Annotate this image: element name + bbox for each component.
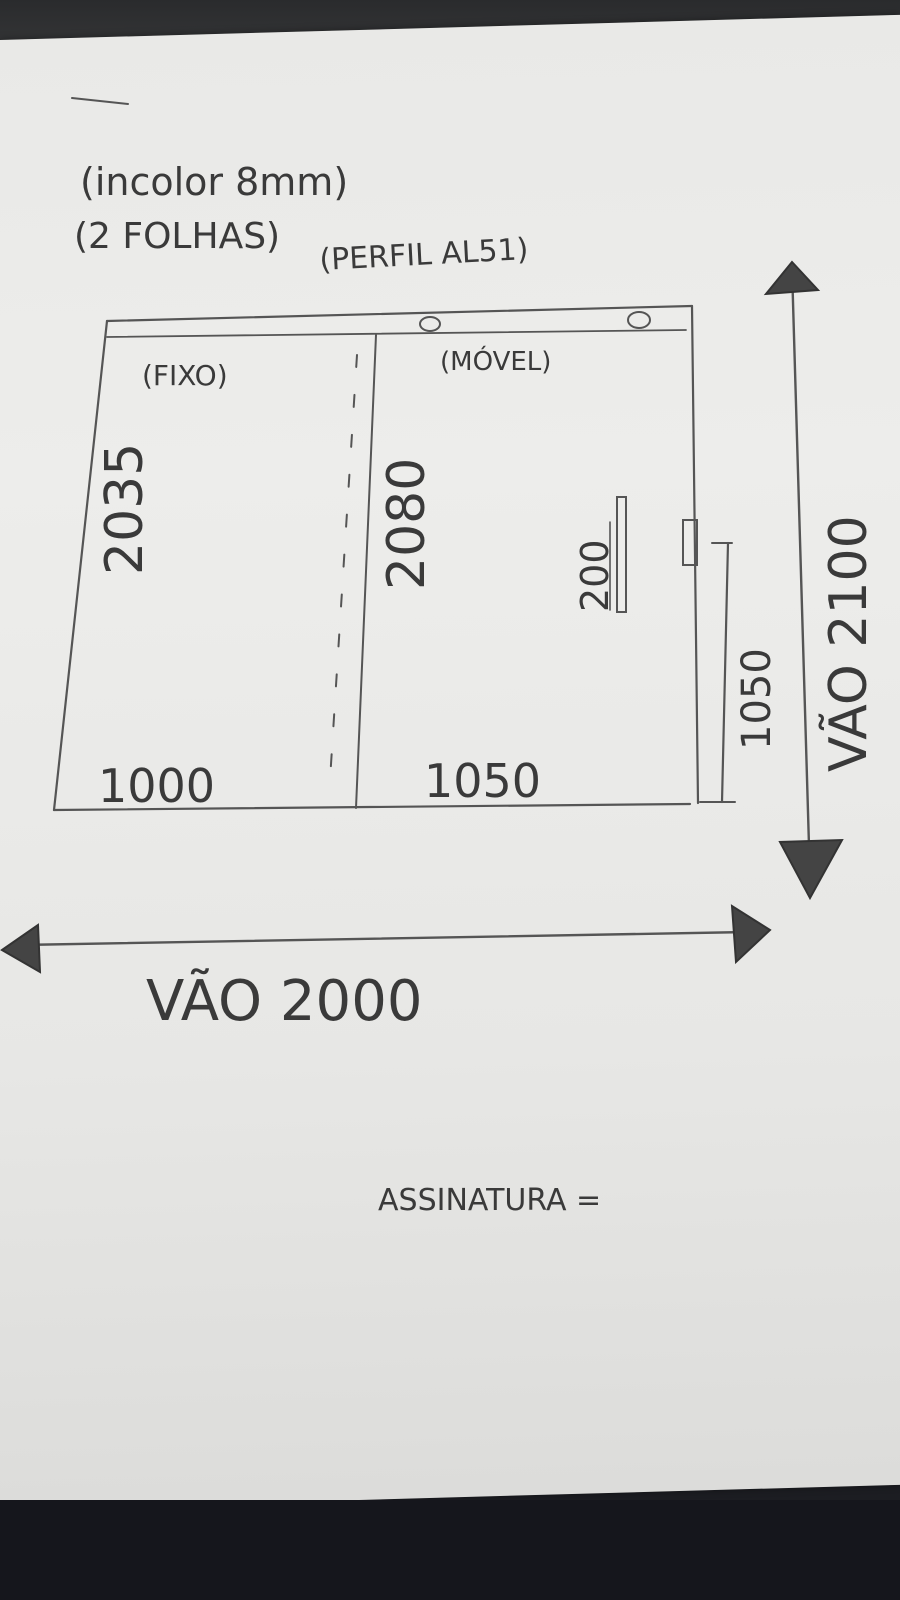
- handle-height: 1050: [734, 648, 780, 750]
- sliding-panel-width: 1050: [424, 754, 541, 808]
- sliding-panel-height: 2080: [377, 458, 437, 590]
- profile-note: (PERFIL AL51): [319, 232, 530, 278]
- sliding-panel-label: (MÓVEL): [440, 345, 551, 377]
- door-frame: [52, 304, 700, 812]
- roller-right: [627, 311, 651, 329]
- signature-label: ASSINATURA =: [378, 1183, 601, 1218]
- roller-left: [419, 316, 441, 332]
- fixed-panel-label: (FIXO): [142, 359, 228, 392]
- overlap-dashes: [329, 354, 358, 781]
- fixed-panel-width: 1000: [98, 759, 215, 813]
- handle-bar: [616, 496, 627, 613]
- corner-dash: [71, 97, 129, 105]
- panels-note: (2 FOLHAS): [74, 216, 280, 257]
- glass-note: (incolor 8mm): [80, 160, 348, 204]
- opening-height-label: VÃO 2100: [818, 515, 879, 772]
- desk-bottom: [0, 1500, 900, 1600]
- opening-width-label: VÃO 2000: [146, 969, 422, 1034]
- fixed-panel-height: 2035: [95, 443, 155, 575]
- lock-striker: [682, 519, 698, 566]
- opening-width-arrow: [0, 904, 772, 974]
- opening-height-arrow: [763, 260, 844, 901]
- handle-height-line: [720, 541, 730, 804]
